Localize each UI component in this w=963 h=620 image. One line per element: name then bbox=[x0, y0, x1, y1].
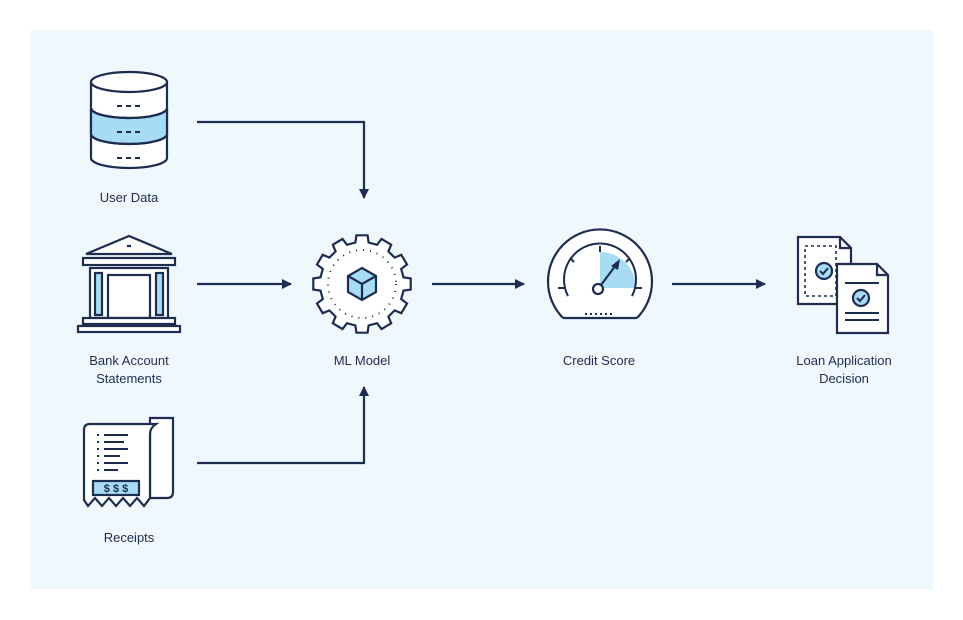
approved-documents-icon bbox=[796, 235, 890, 335]
node-label-receipts: Receipts bbox=[103, 530, 155, 545]
bank-building-icon bbox=[76, 234, 182, 334]
node-label-ml-model: ML Model bbox=[333, 353, 391, 368]
speedometer-gauge-icon bbox=[546, 228, 654, 320]
node-label-bank-statements: Bank Account Statements bbox=[89, 353, 169, 386]
diagram-background bbox=[30, 30, 933, 590]
receipt-amount: $ $ $ bbox=[104, 483, 128, 495]
arrow-receipts-to-model bbox=[197, 386, 369, 465]
receipt-icon bbox=[82, 416, 175, 508]
node-label-user-data: User Data bbox=[99, 190, 159, 205]
database-icon bbox=[89, 70, 169, 170]
arrow-user-data-to-model bbox=[197, 120, 369, 199]
gear-cube-icon bbox=[312, 234, 412, 334]
node-label-credit-score: Credit Score bbox=[562, 353, 636, 368]
node-label-loan-decision: Loan Application Decision bbox=[796, 353, 892, 386]
